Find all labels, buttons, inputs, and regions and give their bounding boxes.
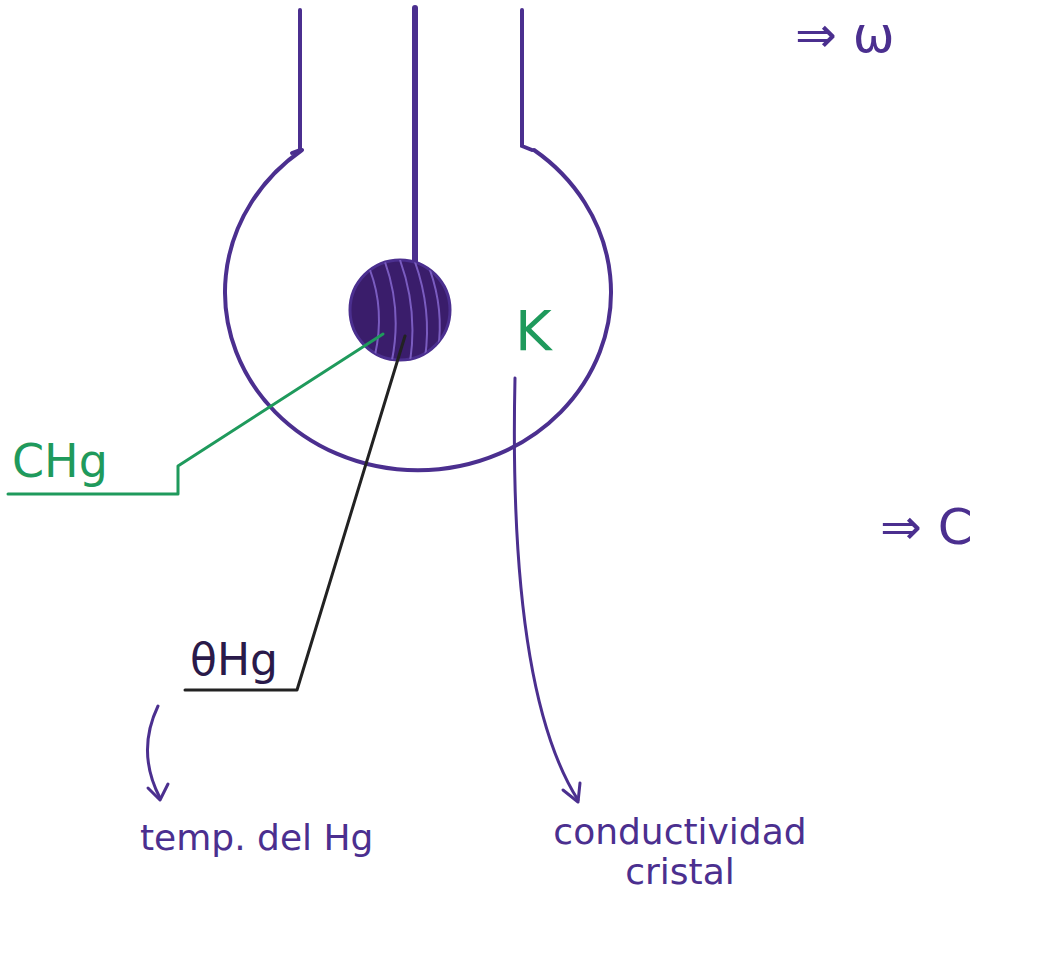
note-text: temp. del Hg [140, 818, 373, 858]
thermometer-stem [412, 8, 418, 265]
arrow-head [563, 783, 580, 802]
note-text: ⇒ C [880, 500, 973, 555]
symbol-label: K [515, 300, 552, 362]
ball-hatching [370, 260, 440, 362]
note-text: ⇒ ω [795, 8, 895, 63]
note-arrow [147, 706, 160, 798]
arrow-head [148, 784, 168, 800]
note-arrow [514, 378, 578, 800]
right-tube [522, 10, 532, 150]
symbol-label: CHg [12, 436, 108, 487]
leader-line [8, 334, 383, 494]
symbol-label: θHg [190, 636, 278, 684]
leader-line [185, 336, 405, 690]
left-tube [292, 10, 300, 153]
note-text: conductividad cristal [530, 812, 830, 891]
